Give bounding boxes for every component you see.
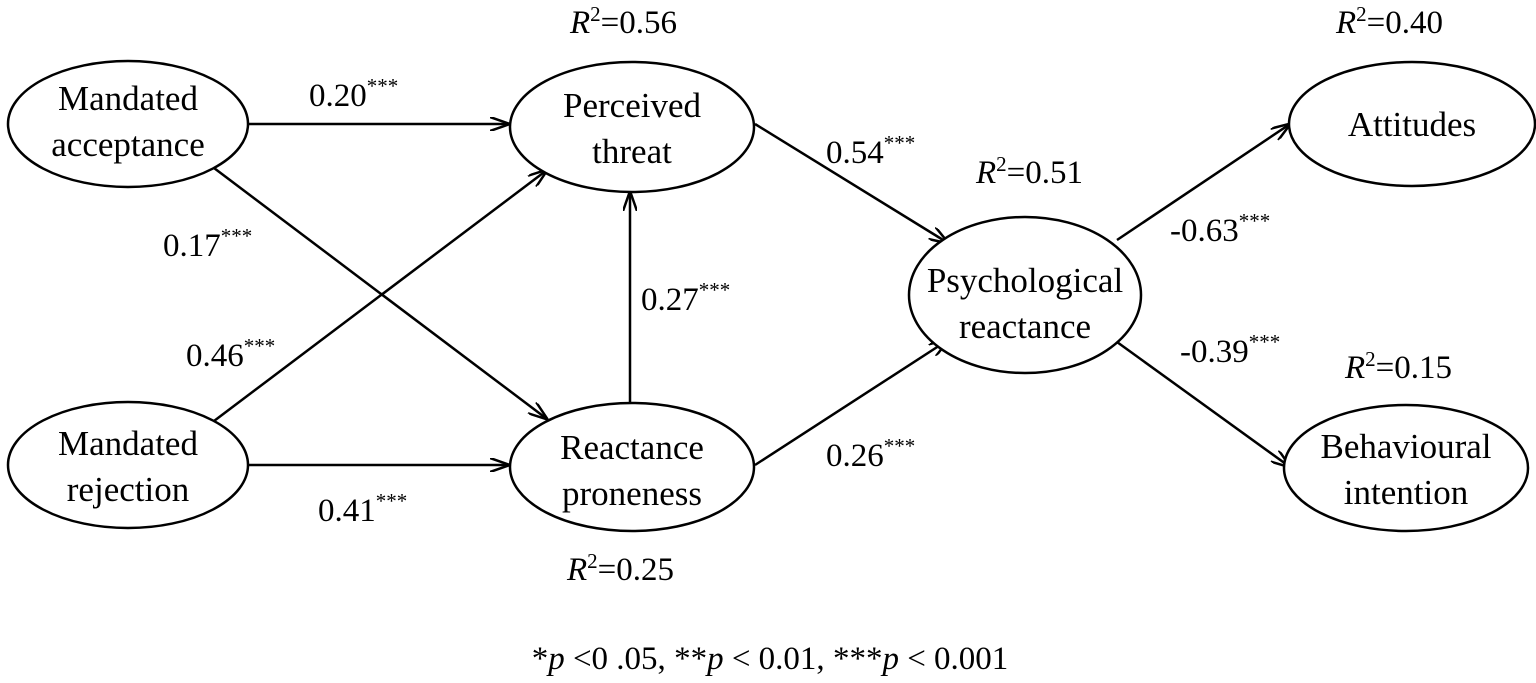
legend-stars-2: ** [674,641,707,677]
coef-significance: *** [221,224,253,248]
node-psychological-reactance: Psychological reactance [907,215,1143,375]
r2-symbol: R [975,155,996,191]
node-label-line: threat [592,132,672,171]
arrow-acceptance-to-proneness [213,167,547,419]
coef-value: 0.26 [826,438,884,474]
r2-symbol: R [1335,5,1356,41]
coef-threat-to-reactance: 0.54*** [826,131,915,171]
legend-threshold-2: < 0.01, [724,641,833,677]
r2-exponent: 2 [1365,347,1376,371]
coef-reactance-to-intention: -0.39*** [1180,330,1280,370]
node-attitudes: Attitudes [1287,60,1536,188]
node-behavioural-intention: Behavioural intention [1282,403,1530,533]
legend-threshold-3: < 0.001 [899,641,1008,677]
r2-value: =0.25 [598,552,674,588]
coef-acceptance-to-proneness: 0.17*** [163,224,252,264]
coef-significance: *** [884,131,916,155]
coef-significance: *** [699,278,731,302]
coef-significance: *** [244,334,276,358]
coef-value: 0.27 [641,282,699,318]
r2-symbol: R [1344,350,1365,386]
node-label-line: Attitudes [1348,105,1476,144]
coef-rejection-to-threat: 0.46*** [186,334,275,374]
coef-value: 0.46 [186,338,244,374]
node-label-line: intention [1344,473,1468,512]
r2-reactance-proneness: R2=0.25 [566,549,674,588]
coef-significance: *** [884,434,916,458]
coef-significance: *** [367,74,399,98]
legend-p: p [546,641,565,677]
r2-value: =0.56 [601,5,677,41]
r2-symbol: R [569,5,590,41]
node-label-line: rejection [67,470,189,509]
r2-attitudes: R2=0.40 [1335,2,1443,41]
legend-p: p [705,641,724,677]
coef-value: -0.39 [1180,334,1249,370]
coef-value: 0.17 [163,228,221,264]
node-label-line: proneness [562,474,702,513]
coef-value: 0.41 [318,493,376,529]
coef-proneness-to-reactance: 0.26*** [826,434,915,474]
arrow-reactance-to-intention [1116,340,1290,467]
node-mandated-acceptance: Mandated acceptance [6,59,250,189]
r2-exponent: 2 [587,549,598,573]
node-label-line: Behavioural [1320,427,1491,466]
arrow-proneness-to-reactance [754,340,948,467]
coef-significance: *** [376,489,408,513]
r2-psychological-reactance: R2=0.51 [975,152,1083,191]
node-reactance-proneness: Reactance proneness [508,401,756,533]
r2-value: =0.40 [1367,5,1443,41]
node-label-line: Mandated [58,424,198,463]
coef-value: 0.20 [309,78,367,114]
r2-behavioural-intention: R2=0.15 [1344,347,1452,386]
legend-threshold-1: <0 .05, [565,641,674,677]
legend-stars-3: *** [833,641,883,677]
node-mandated-rejection: Mandated rejection [6,400,250,530]
node-label-line: Psychological [927,261,1124,300]
coef-value: -0.63 [1170,213,1239,249]
legend-stars-1: * [532,641,549,677]
node-label-line: Mandated [58,79,198,118]
significance-legend: *p <0 .05, **p < 0.01, ***p < 0.001 [532,641,1009,677]
r2-value: =0.51 [1007,155,1083,191]
node-label-line: reactance [959,307,1091,346]
coef-proneness-to-threat: 0.27*** [641,278,730,318]
legend-p: p [880,641,899,677]
node-label-line: Reactance [560,428,704,467]
arrow-reactance-to-attitudes [1116,124,1290,242]
coef-reactance-to-attitudes: -0.63*** [1170,209,1270,249]
coef-rejection-to-proneness: 0.41*** [318,489,407,529]
coef-value: 0.54 [826,135,884,171]
r2-perceived-threat: R2=0.56 [569,2,677,41]
coef-acceptance-to-threat: 0.20*** [309,74,398,114]
r2-exponent: 2 [590,2,601,26]
node-label-line: Perceived [563,86,701,125]
r2-exponent: 2 [996,152,1007,176]
coef-significance: *** [1249,330,1281,354]
node-perceived-threat: Perceived threat [508,60,756,194]
arrow-threat-to-reactance [754,122,948,243]
coef-significance: *** [1239,209,1271,233]
node-label-line: acceptance [51,125,204,164]
r2-symbol: R [566,552,587,588]
arrow-rejection-to-threat [213,170,547,422]
r2-value: =0.15 [1376,350,1452,386]
r2-exponent: 2 [1356,2,1367,26]
